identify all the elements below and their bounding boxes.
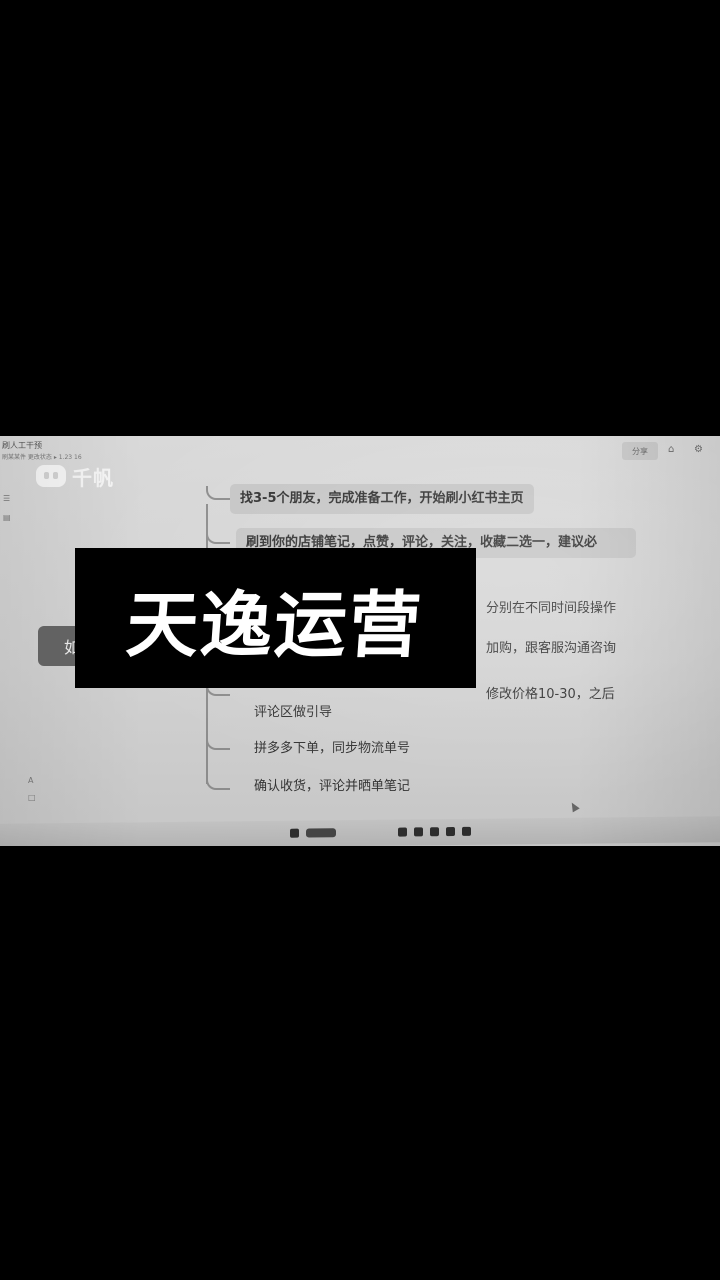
home-icon[interactable]: ⌂ (668, 444, 675, 455)
zoom-icon[interactable]: A (28, 776, 34, 785)
watermark-logo-icon (36, 465, 66, 487)
mindmap-node[interactable]: 加购，跟客服沟通咨询 (486, 641, 617, 656)
overlay-title: 天逸运营 (124, 582, 426, 667)
branch-line (206, 736, 230, 750)
document-title[interactable]: 刷人工干预 (2, 441, 42, 450)
watermark: 千帆 (36, 463, 114, 490)
app-icon[interactable] (462, 826, 471, 836)
fit-icon[interactable]: □ (28, 793, 36, 802)
overlay-banner: 天逸运营 (75, 548, 476, 688)
share-button[interactable]: 分享 (622, 442, 658, 460)
app-topbar: 刷人工干预 刷某某件 更改状态 ▸ 1.23 16 分享 ⌂ ⚙ (0, 436, 720, 466)
taskbar (0, 816, 720, 846)
outline-icon[interactable]: ☰ (3, 494, 11, 503)
settings-icon[interactable]: ⚙ (694, 444, 703, 455)
branch-line (206, 486, 230, 500)
mindmap-node[interactable]: 修改价格10-30，之后 (486, 687, 615, 702)
taskview-icon[interactable] (398, 827, 407, 837)
branch-line (206, 530, 230, 544)
app-icon[interactable] (414, 827, 423, 837)
app-icon[interactable] (430, 827, 439, 837)
left-toolbar: ☰ ▤ (3, 494, 11, 532)
mindmap-node[interactable]: 找3-5个朋友，完成准备工作，开始刷小红书主页 (230, 484, 534, 514)
app-icon[interactable] (446, 827, 455, 837)
mindmap-node[interactable]: 确认收货，评论并晒单笔记 (254, 779, 411, 794)
taskbar-search[interactable] (306, 828, 336, 838)
branch-line (206, 682, 230, 696)
branch-line (206, 776, 230, 790)
bottom-left-toolbar: A □ (28, 776, 36, 810)
watermark-text: 千帆 (72, 465, 114, 490)
mouse-cursor-icon (568, 800, 580, 813)
mindmap-node[interactable]: 评论区做引导 (254, 705, 333, 720)
mindmap-node[interactable]: 分别在不同时间段操作 (486, 601, 617, 616)
mindmap-node[interactable]: 拼多多下单，同步物流单号 (254, 741, 411, 756)
document-meta: 刷某某件 更改状态 ▸ 1.23 16 (2, 454, 82, 461)
format-icon[interactable]: ▤ (3, 513, 11, 522)
start-icon[interactable] (290, 828, 299, 838)
